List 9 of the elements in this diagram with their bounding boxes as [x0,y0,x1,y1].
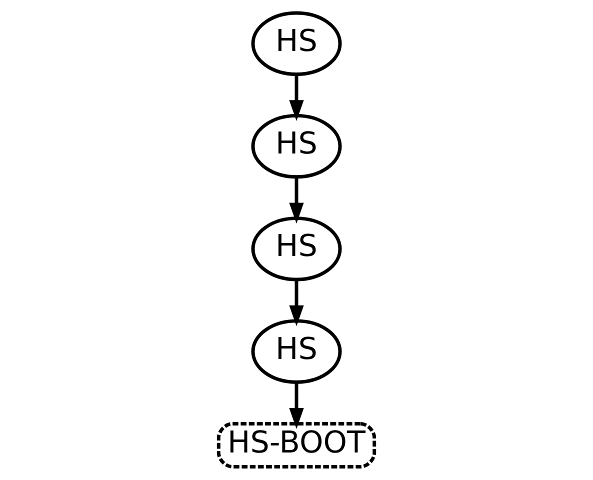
node-ellipse: HS [251,114,342,179]
arrow [289,280,304,326]
node-ellipse: HS [251,216,342,282]
arrow [289,382,304,429]
node-box: HS-BOOT [216,422,376,468]
node-ellipse: HS [251,319,342,384]
arrow [289,74,304,122]
arrow [289,176,304,224]
node-ellipse: HS [251,11,342,76]
